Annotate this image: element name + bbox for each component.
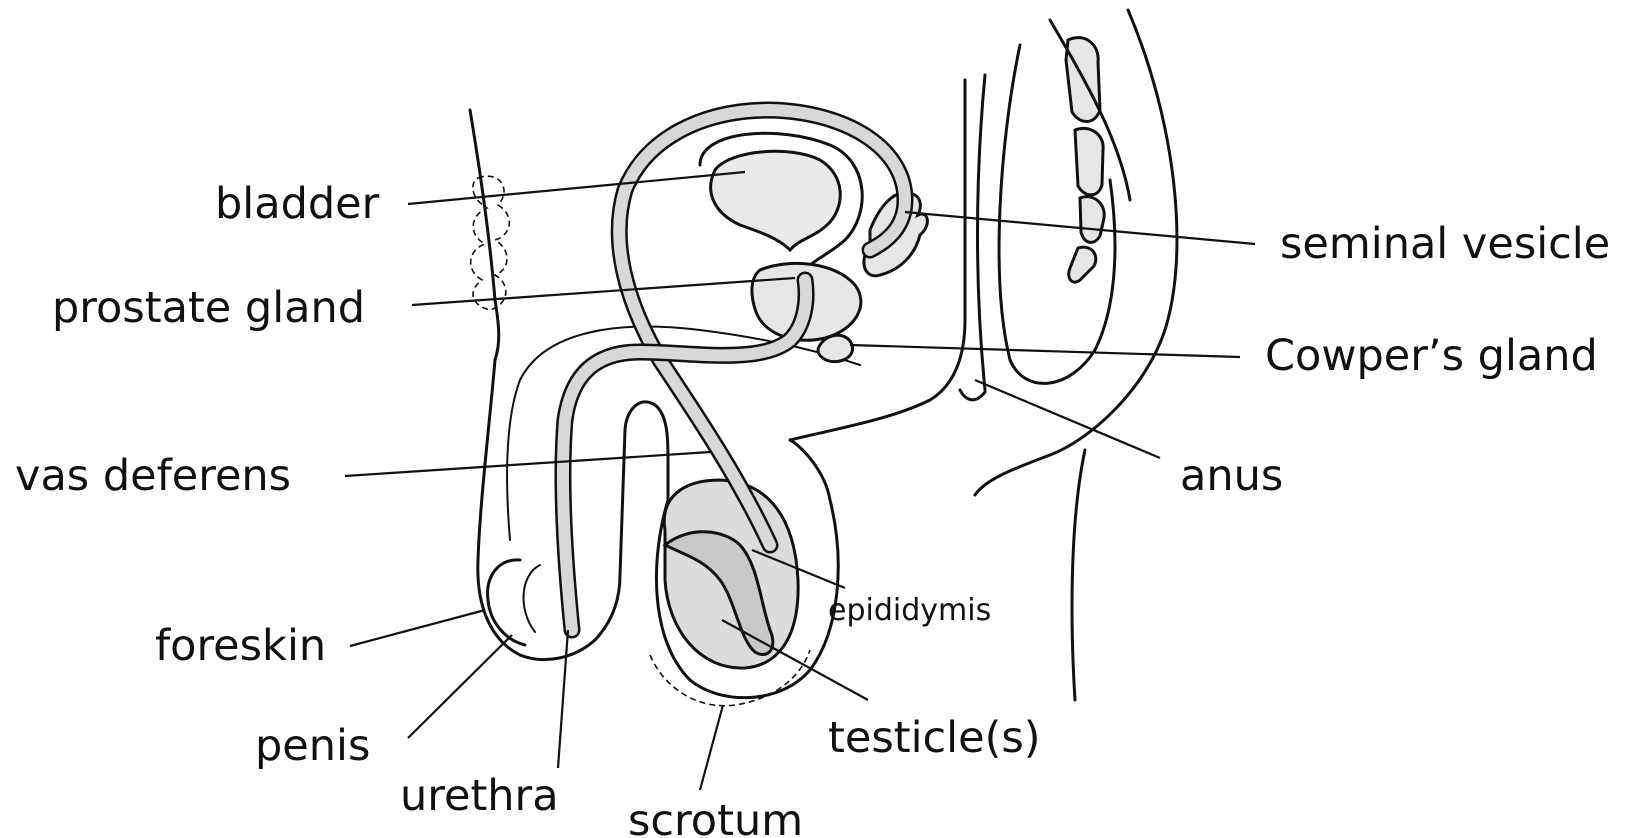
label-bladder: bladder: [215, 179, 380, 229]
label-vas-deferens: vas deferens: [15, 451, 291, 501]
rectum-wall-inner: [978, 75, 986, 390]
label-prostate-gland: prostate gland: [52, 283, 365, 333]
glans-outline: [524, 565, 540, 632]
anus-opening: [960, 390, 985, 400]
urethra-leader: [558, 630, 568, 768]
label-seminal-vesicle: seminal vesicle: [1280, 219, 1610, 269]
penis-leader: [408, 635, 512, 738]
label-penis: penis: [255, 721, 370, 771]
foreskin-leader: [350, 610, 485, 646]
prostate-gland-leader: [412, 278, 795, 305]
label-testicles: testicle(s): [828, 713, 1041, 763]
label-urethra: urethra: [400, 771, 559, 821]
bladder-leader: [408, 172, 745, 204]
cowpers-gland-leader: [850, 345, 1240, 357]
label-anus: anus: [1180, 451, 1283, 501]
bladder-shape: [711, 151, 841, 250]
coccyx-vertebrae: [1066, 38, 1104, 282]
cowpers-gland-shape: [818, 335, 853, 361]
abdomen-outline: [470, 110, 499, 360]
label-epididymis: epididymis: [828, 593, 991, 628]
label-cowpers-gland: Cowper’s gland: [1265, 331, 1598, 381]
label-foreskin: foreskin: [155, 621, 326, 671]
thigh-outline: [1072, 450, 1085, 700]
scrotum-leader: [700, 705, 723, 790]
vas-deferens-leader: [345, 452, 710, 476]
label-scrotum: scrotum: [628, 796, 803, 838]
